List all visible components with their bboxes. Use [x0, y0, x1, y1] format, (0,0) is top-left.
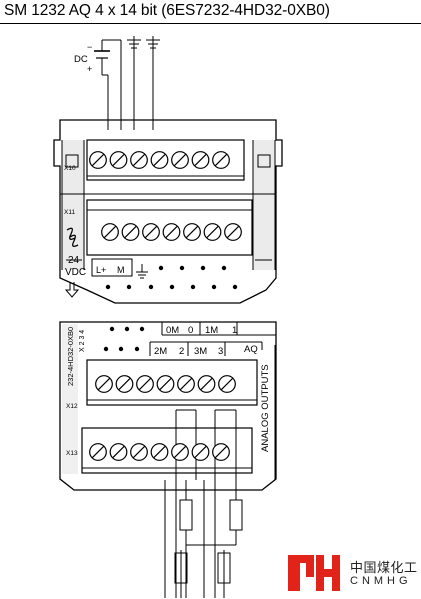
dc-plus-sign: + — [87, 64, 92, 74]
terminal-block-x10 — [86, 139, 245, 181]
sensor-symbol-icon — [66, 227, 79, 247]
logo-bar — [288, 555, 300, 591]
ground-icon — [146, 36, 160, 130]
down-arrow-icon — [64, 282, 80, 298]
screw-terminal — [218, 375, 236, 393]
screw-terminal — [150, 151, 169, 169]
order-number-label: 232-4HD32-0XB0 — [66, 327, 75, 386]
connector-label-x13: X13 — [66, 450, 78, 457]
terminal-dot — [139, 326, 145, 332]
terminal-dot — [103, 346, 109, 352]
aq-label: AQ — [244, 344, 258, 355]
terminal-m-label: M — [117, 265, 125, 275]
cnmhg-logo: 中国煤化工 CNMHG — [286, 553, 420, 597]
screw-terminal — [177, 375, 195, 393]
terminal-label-2: 2 — [179, 346, 184, 357]
screw-terminal — [212, 443, 230, 461]
title-underline — [0, 23, 421, 24]
terminal-dot — [169, 284, 175, 290]
terminal-dot — [221, 265, 227, 271]
ground-icon — [127, 36, 141, 130]
ground-terminal-icon — [136, 264, 148, 279]
terminal-label-0: 0 — [188, 325, 193, 336]
terminal-dot — [211, 284, 217, 290]
logo-text-cn: 中国煤化工 — [350, 560, 418, 575]
terminal-block-x12 — [86, 359, 258, 406]
dc-label: DC — [74, 54, 88, 65]
terminal-dot — [124, 326, 130, 332]
terminal-label-2m: 2M — [154, 346, 167, 357]
load-resistor — [174, 499, 243, 584]
screw-terminal — [89, 443, 107, 461]
terminal-block-x11 — [86, 199, 253, 277]
terminal-dot — [118, 346, 124, 352]
screw-terminal — [115, 375, 134, 393]
terminal-label-1: 1 — [232, 325, 237, 336]
logo-mark-icon — [288, 555, 340, 591]
screw-terminal — [150, 443, 169, 461]
connector-label-x10: X10 — [64, 165, 76, 172]
terminal-label-3m: 3M — [194, 346, 207, 357]
terminal-lplus-label: L+ — [96, 265, 106, 275]
logo-text-en: CNMHG — [350, 575, 412, 587]
screw-terminal — [171, 151, 189, 169]
screw-terminal — [130, 151, 148, 169]
terminal-label-3: 3 — [218, 346, 223, 357]
screw-terminal — [101, 223, 119, 241]
connector-label-x12: X12 — [66, 403, 78, 410]
supply-voltage-unit: VDC — [65, 267, 86, 278]
screw-terminal — [171, 443, 189, 461]
terminal-dot — [109, 326, 115, 332]
screw-terminal — [136, 375, 154, 393]
terminal-dot — [134, 346, 140, 352]
analog-outputs-label: ANALOG OUTPUTS — [260, 364, 271, 452]
terminal-label-0m: 0M — [166, 325, 179, 336]
screw-terminal — [121, 223, 140, 241]
screw-terminal — [130, 443, 148, 461]
screw-terminal — [156, 375, 175, 393]
screw-terminal — [183, 223, 201, 241]
screw-terminal — [109, 151, 128, 169]
terminal-dots — [103, 265, 238, 352]
terminal-dot — [105, 284, 111, 290]
screw-terminal — [197, 375, 216, 393]
screw-terminals-x11 — [101, 223, 242, 241]
screw-terminal — [95, 375, 113, 393]
terminal-dot — [148, 284, 154, 290]
screw-terminal — [142, 223, 160, 241]
supply-voltage-value: 24 — [68, 255, 80, 266]
dc-supply-symbol — [94, 39, 122, 130]
screw-terminal — [224, 223, 242, 241]
screw-terminals-x12 — [95, 375, 236, 393]
logo-bar — [288, 555, 314, 563]
logo-bar — [306, 555, 314, 577]
screw-terminals-x10 — [89, 151, 230, 169]
terminal-dot — [158, 265, 164, 271]
terminal-dot — [190, 284, 196, 290]
terminal-dot — [200, 265, 206, 271]
dc-minus-sign: − — [87, 42, 92, 52]
diagram-title: SM 1232 AQ 4 x 14 bit (6ES7232-4HD32-0XB… — [4, 2, 330, 19]
terminal-dot — [179, 265, 185, 271]
logo-bar — [316, 569, 340, 577]
status-code-label: X 2 3 4 — [79, 330, 86, 352]
upper-module-housing — [53, 119, 283, 304]
terminal-row-labels-frame — [149, 322, 276, 356]
screw-terminal — [212, 151, 230, 169]
terminal-label-1m: 1M — [205, 325, 218, 336]
screw-terminal — [191, 151, 210, 169]
screw-terminals-x13 — [89, 443, 230, 461]
output-wiring — [164, 409, 237, 598]
screw-terminal — [203, 223, 222, 241]
terminal-dot — [126, 284, 132, 290]
terminal-dot — [232, 284, 238, 290]
lower-module-housing — [59, 321, 277, 491]
terminal-block-x13 — [81, 427, 253, 474]
screw-terminal — [191, 443, 210, 461]
screw-terminal — [89, 151, 107, 169]
screw-terminal — [109, 443, 128, 461]
connector-label-x11: X11 — [64, 209, 75, 216]
screw-terminal — [162, 223, 181, 241]
